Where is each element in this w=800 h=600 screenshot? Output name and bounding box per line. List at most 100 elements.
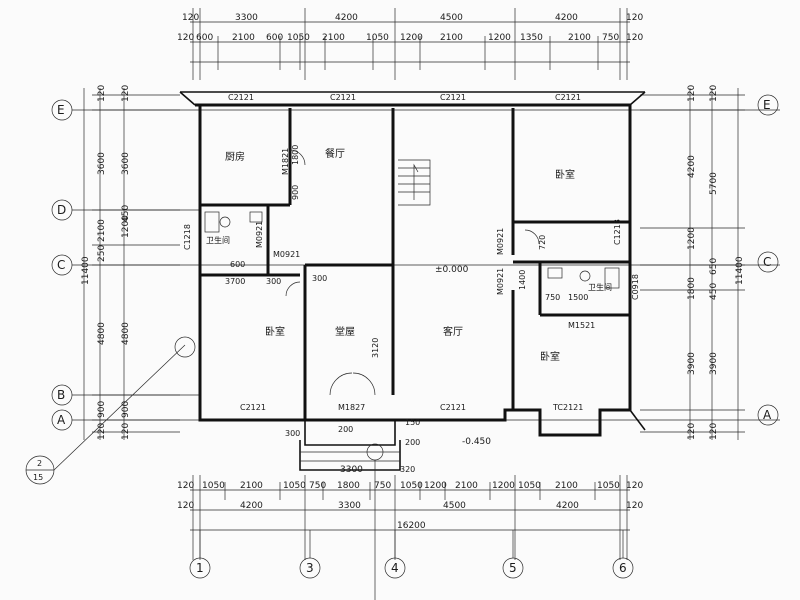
room-labels: 厨房 餐厅 卧室 卫生间 卫生间 卧室 堂屋 客厅 卧室 <box>206 147 612 363</box>
top-dim-2-9: 1200 <box>488 33 511 43</box>
door-m0921-4: M0921 <box>496 268 505 295</box>
door-m0921-3: M0921 <box>496 228 505 255</box>
room-living: 客厅 <box>443 325 463 338</box>
small-dim-9: 900 <box>291 185 300 200</box>
top-dim-2-2: 2100 <box>232 33 255 43</box>
bot-dim-1-12: 2100 <box>555 481 578 491</box>
bath-fixtures <box>204 211 620 289</box>
floor-level: ±0.000 <box>435 265 469 275</box>
doors <box>285 149 540 396</box>
small-dim-5: 1500 <box>568 293 588 302</box>
axis-C-right: C <box>763 255 771 269</box>
left-outer-1: 3600 <box>97 152 107 175</box>
right-inner-1: 5700 <box>709 172 719 195</box>
room-kitchen: 厨房 <box>225 150 245 163</box>
right-inner-0: 120 <box>709 85 719 102</box>
top-dim-1-4: 4200 <box>555 13 578 23</box>
right-outer-5: 120 <box>687 423 697 440</box>
axis-E-left: E <box>57 103 65 117</box>
top-dimensions: 120 3300 4200 4500 4200 120 120 600 2100… <box>177 8 643 80</box>
right-total: 11400 <box>735 256 745 285</box>
left-inner-3: 450 <box>121 205 131 222</box>
left-total: 11400 <box>81 256 91 285</box>
top-dim-2-11: 2100 <box>568 33 591 43</box>
window-c1218: C1218 <box>183 224 192 250</box>
top-dim-1-0: 120 <box>182 13 199 23</box>
top-dim-1-1: 3300 <box>235 13 258 23</box>
left-inner-2: 1200 <box>121 215 131 238</box>
window-c2121-1: C2121 <box>228 93 254 102</box>
small-dim-14: 320 <box>400 465 415 474</box>
axis-col-3: 3 <box>306 561 314 575</box>
bot-dim-1-8: 1200 <box>424 481 447 491</box>
small-dim-12: 200 <box>405 438 420 447</box>
callout-sheet: 15 <box>33 473 43 482</box>
right-inner-3: 450 <box>709 283 719 300</box>
top-dim-2-10: 1350 <box>520 33 543 43</box>
axis-C-left: C <box>57 258 65 272</box>
bot-dim-1-13: 1050 <box>597 481 620 491</box>
opening-labels: C2121 C2121 C2121 C2121 C2121 C2121 TC21… <box>183 93 640 412</box>
walls <box>179 91 646 471</box>
window-tc2121: TC2121 <box>552 403 583 412</box>
door-m1821: M1821 <box>281 148 290 175</box>
axis-D-left: D <box>57 203 66 217</box>
axis-col-4: 4 <box>391 561 399 575</box>
small-dim-4: 300 <box>285 429 300 438</box>
room-bedroom-ne: 卧室 <box>555 168 575 181</box>
bot-dim-1-9: 2100 <box>455 481 478 491</box>
top-dim-1-3: 4500 <box>440 13 463 23</box>
right-dimensions: 120 4200 1200 1800 3900 120 120 5700 650… <box>640 85 745 440</box>
top-dim-2-0: 120 <box>177 33 194 43</box>
detail-callout: 2 15 <box>25 336 384 600</box>
axis-A-right: A <box>763 408 772 422</box>
bot-total: 16200 <box>397 521 426 531</box>
bot-dim-1-4: 750 <box>309 481 326 491</box>
callout-num: 2 <box>37 459 42 468</box>
window-c2121-6: C2121 <box>440 403 466 412</box>
top-dim-2-3: 600 <box>266 33 283 43</box>
right-inner-5: 120 <box>709 423 719 440</box>
small-dim-13: 3300 <box>340 465 363 475</box>
staircase <box>398 159 431 206</box>
column-axes: 1 3 4 5 6 <box>189 530 634 579</box>
left-inner-0: 120 <box>121 85 131 102</box>
window-c0918: C0918 <box>631 274 640 300</box>
room-hall: 堂屋 <box>335 326 355 338</box>
window-c2121-4: C2121 <box>555 93 581 102</box>
left-outer-4: 4800 <box>97 322 107 345</box>
bot-dim-1-7: 1050 <box>400 481 423 491</box>
top-dim-2-5: 2100 <box>322 33 345 43</box>
door-m0921-1: M0921 <box>273 250 300 259</box>
left-inner-1: 3600 <box>121 152 131 175</box>
small-dim-6: 750 <box>545 293 560 302</box>
bot-dim-1-2: 2100 <box>240 481 263 491</box>
axis-col-6: 6 <box>619 561 627 575</box>
top-dim-2-4: 1050 <box>287 33 310 43</box>
room-dining: 餐厅 <box>325 147 345 160</box>
top-dim-2-12: 750 <box>602 33 619 43</box>
left-outer-3: 250 <box>97 245 107 262</box>
top-dim-1-2: 4200 <box>335 13 358 23</box>
left-inner-4: 4800 <box>121 322 131 345</box>
small-dim-1: 300 <box>266 277 281 286</box>
right-outer-4: 3900 <box>687 352 697 375</box>
door-m1521: M1521 <box>568 321 595 330</box>
left-inner-6: 120 <box>121 423 131 440</box>
window-c1213: C1213 <box>613 219 622 245</box>
top-dim-2-1: 600 <box>196 33 213 43</box>
top-dim-1-5: 120 <box>626 13 643 23</box>
small-dim-7: 600 <box>230 260 245 269</box>
left-dimensions: 120 3600 2100 250 4800 900 120 120 3600 … <box>81 85 180 440</box>
bot-dim-2-5: 120 <box>626 501 643 511</box>
left-outer-0: 120 <box>97 85 107 102</box>
small-dim-0: 3700 <box>225 277 245 286</box>
right-outer-1: 4200 <box>687 155 697 178</box>
small-dim-11: 150 <box>405 418 420 427</box>
bot-dim-1-3: 1050 <box>283 481 306 491</box>
bot-dim-2-4: 4200 <box>556 501 579 511</box>
bot-dim-1-10: 1200 <box>492 481 515 491</box>
bot-dim-1-0: 120 <box>177 481 194 491</box>
right-inner-2: 650 <box>709 258 719 275</box>
